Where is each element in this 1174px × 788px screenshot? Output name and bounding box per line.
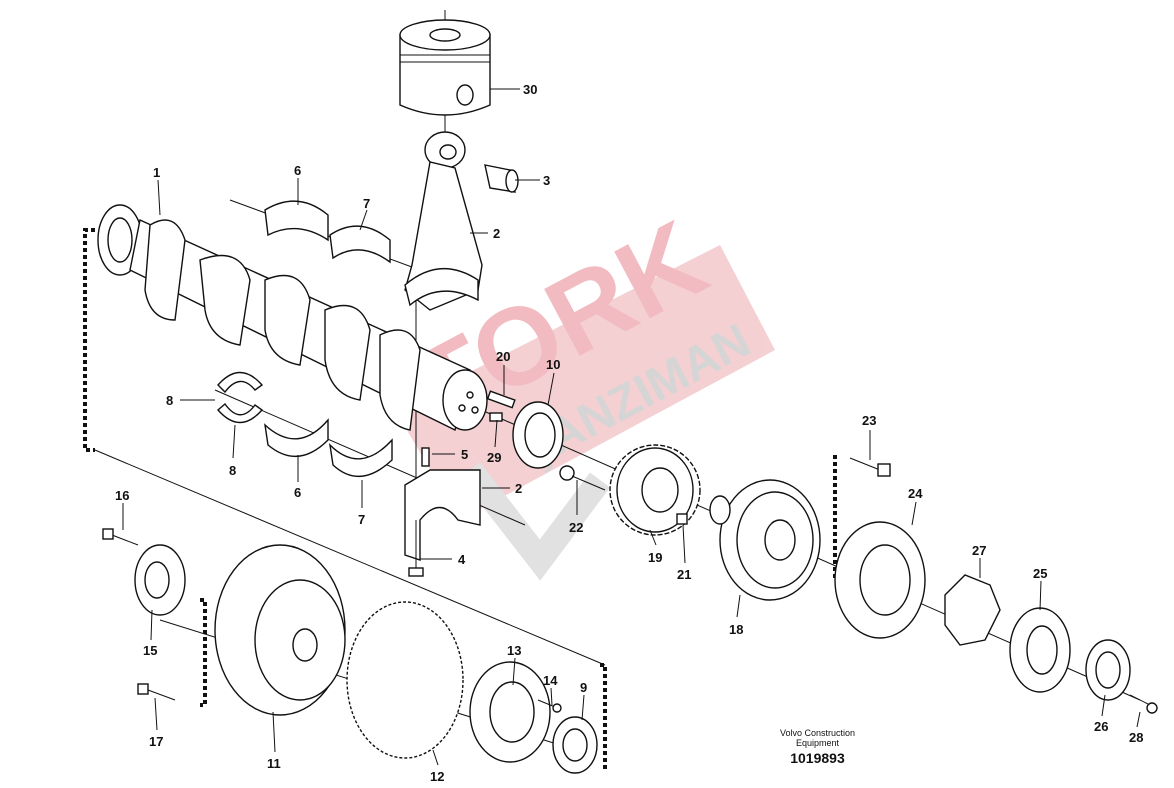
leader-lines	[122, 88, 1141, 766]
callout-8-lower: 8	[229, 463, 236, 478]
callout-21: 21	[677, 567, 691, 582]
bolt-28	[1129, 694, 1158, 714]
callout-14: 14	[543, 673, 558, 688]
rod-bolt	[408, 520, 424, 577]
callout-4: 4	[458, 552, 466, 567]
illustration-number: 1019893	[790, 750, 845, 766]
callout-23: 23	[862, 413, 876, 428]
hub	[944, 574, 1001, 646]
callout-12: 12	[430, 769, 444, 784]
callout-8: 8	[166, 393, 173, 408]
callout-25: 25	[1033, 566, 1047, 581]
callout-29: 29	[487, 450, 501, 465]
pin-21	[676, 513, 688, 525]
callout-16: 16	[115, 488, 129, 503]
rod-bearing-upper	[329, 225, 391, 264]
crankshaft	[97, 204, 488, 432]
piston	[399, 19, 491, 116]
callout-2-cap: 2	[515, 481, 522, 496]
callout-3: 3	[543, 173, 550, 188]
bolt-14	[537, 699, 562, 713]
main-bearing-upper	[264, 200, 329, 242]
flywheel	[214, 544, 346, 716]
callout-11: 11	[267, 756, 281, 771]
callout-5: 5	[461, 447, 468, 462]
guide-pin	[421, 447, 430, 467]
front-seal	[512, 401, 564, 469]
callout-9: 9	[580, 680, 587, 695]
hub-washer	[1009, 607, 1071, 693]
callout-7-lower: 7	[358, 512, 365, 527]
rear-seal	[134, 544, 186, 616]
plate-26	[1085, 639, 1131, 701]
bolt-22	[559, 465, 606, 491]
callout-2: 2	[493, 226, 500, 241]
callout-24: 24	[908, 486, 923, 501]
callout-26: 26	[1094, 719, 1108, 734]
thrust-washer-upper	[217, 371, 264, 394]
ring-gear	[346, 601, 464, 759]
pulley	[709, 479, 821, 601]
callout-6-lower: 6	[294, 485, 301, 500]
callout-27: 27	[972, 543, 986, 558]
piston-pin	[484, 164, 519, 193]
seal-carrier	[469, 661, 551, 763]
connecting-rod-cap	[404, 469, 481, 561]
thrust-washer-lower	[217, 402, 264, 424]
vibration-damper	[834, 521, 926, 639]
callout-13: 13	[507, 643, 521, 658]
callout-18: 18	[729, 622, 743, 637]
callout-labels: 30 3 2 1 6 7 8 8 6 7 20 10 29 5 2 4 22 1…	[115, 82, 1143, 784]
bolt-23	[849, 457, 891, 477]
publisher-credit: Volvo Construction Equipment	[779, 728, 856, 748]
seal-9	[552, 716, 598, 774]
dowel-pin-small	[489, 412, 503, 422]
callout-7: 7	[363, 196, 370, 211]
callout-22: 22	[569, 520, 583, 535]
bolt-17	[137, 683, 176, 701]
rod-bearing-lower	[328, 438, 393, 478]
connecting-rod	[404, 131, 483, 311]
main-bearing-lower	[264, 418, 329, 458]
bolt-16	[102, 528, 139, 546]
callout-20: 20	[496, 349, 510, 364]
group-brackets	[83, 228, 837, 770]
callout-6: 6	[294, 163, 301, 178]
dowel-pin	[486, 390, 516, 409]
callout-17: 17	[149, 734, 163, 749]
crankshaft-gear	[609, 444, 701, 536]
callout-28: 28	[1129, 730, 1143, 745]
callout-10: 10	[546, 357, 560, 372]
callout-15: 15	[143, 643, 157, 658]
callout-1: 1	[153, 165, 160, 180]
callout-30: 30	[523, 82, 537, 97]
callout-19: 19	[648, 550, 662, 565]
